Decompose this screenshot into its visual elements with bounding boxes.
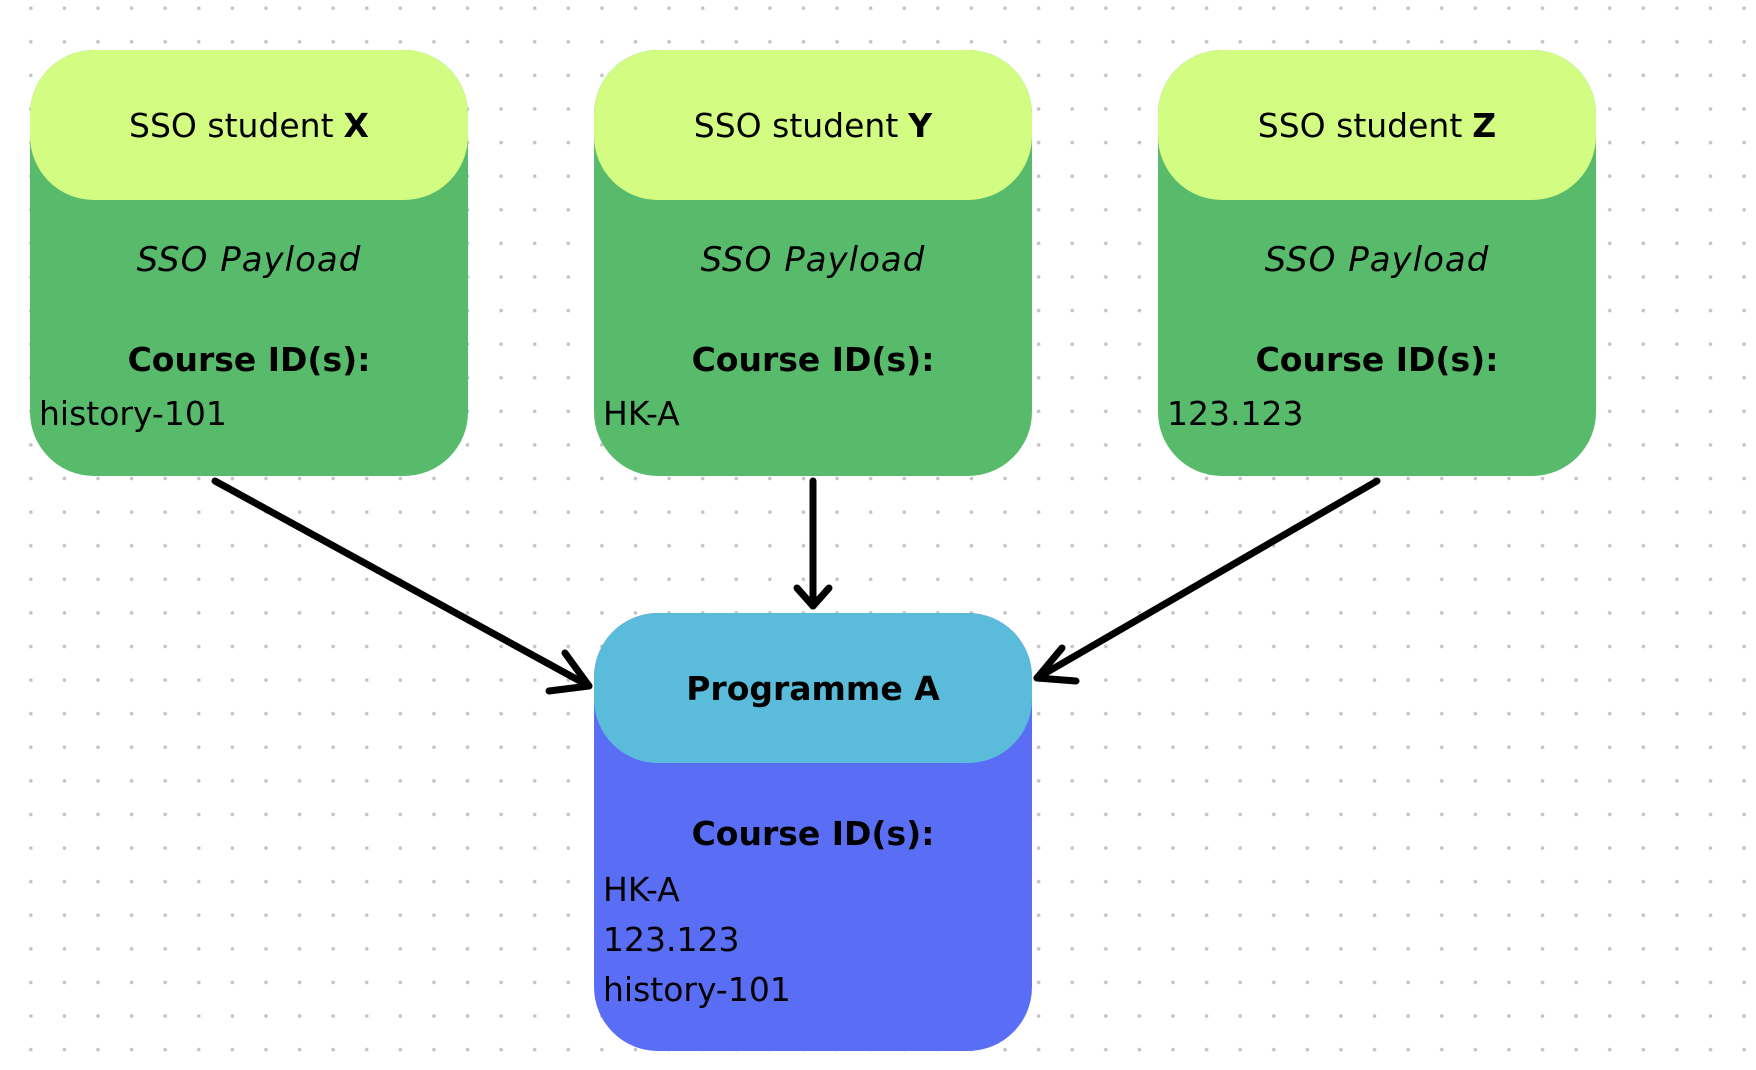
payload-label: SSO Payload	[1264, 240, 1490, 280]
student-name-prefix: SSO student	[129, 105, 334, 145]
arrowhead-student-z	[1033, 644, 1080, 685]
student-name-prefix: SSO student	[693, 105, 899, 145]
student-name-letter: Y	[908, 105, 933, 145]
student-header: SSO student Z	[1158, 50, 1596, 200]
course-id-value: HK-A	[603, 394, 680, 433]
course-id-item: history-101	[603, 970, 791, 1009]
course-id-value: history-101	[39, 394, 227, 433]
arrow-student-z-to-programme	[1033, 477, 1381, 682]
student-name-letter: X	[343, 105, 369, 145]
student-card-y: SSO student Y SSO Payload Course ID(s): …	[594, 50, 1032, 476]
course-id-item: 123.123	[603, 920, 740, 959]
student-header: SSO student Y	[594, 50, 1032, 200]
payload-label: SSO Payload	[700, 240, 926, 280]
programme-card: Programme A Course ID(s): HK-A 123.123 h…	[594, 613, 1032, 1051]
arrow-student-x-to-programme	[211, 477, 593, 690]
course-ids-label: Course ID(s):	[127, 340, 371, 379]
student-name-letter: Z	[1472, 105, 1497, 145]
arrowhead-student-y	[793, 584, 833, 610]
student-header: SSO student X	[30, 50, 468, 200]
arrowhead-student-x	[545, 649, 593, 695]
course-id-item: HK-A	[603, 870, 680, 909]
student-card-x: SSO student X SSO Payload Course ID(s): …	[30, 50, 468, 476]
student-name-prefix: SSO student	[1257, 105, 1463, 145]
student-card-z: SSO student Z SSO Payload Course ID(s): …	[1158, 50, 1596, 476]
course-ids-label: Course ID(s):	[1255, 340, 1499, 379]
programme-title: Programme A	[594, 613, 1032, 763]
course-id-value: 123.123	[1167, 394, 1304, 433]
course-ids-label: Course ID(s):	[691, 340, 935, 379]
programme-course-list: HK-A 123.123 history-101	[603, 865, 791, 1015]
payload-label: SSO Payload	[136, 240, 362, 280]
course-ids-label: Course ID(s):	[691, 814, 935, 853]
